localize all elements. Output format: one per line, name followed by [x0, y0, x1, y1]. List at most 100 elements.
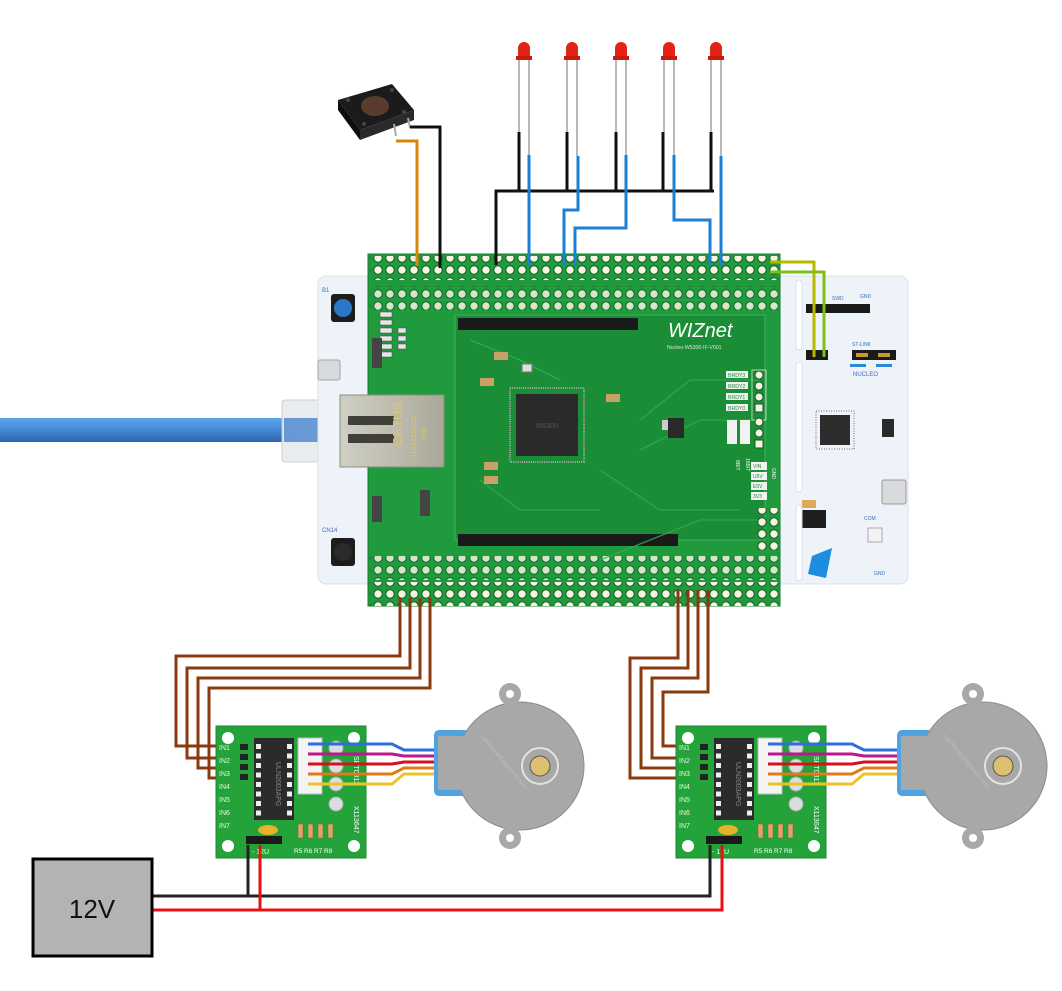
resistor-label: R5 [754, 848, 763, 855]
driver-input-label: IN4 [219, 784, 230, 791]
jack-part: J1B1211CCD [411, 416, 418, 458]
driver-input-label: IN4 [679, 784, 690, 791]
svg-text:3V3: 3V3 [753, 494, 762, 500]
led [661, 42, 677, 156]
wiznet-logo: WIZnet [668, 320, 734, 342]
arduino-header-bottom [458, 534, 678, 546]
motor-wire [308, 752, 438, 758]
motor-wire [768, 760, 898, 766]
motor-wire [768, 772, 898, 786]
button-wire-signal [396, 139, 419, 266]
svg-text:COM: COM [864, 516, 876, 522]
button-cap[interactable] [361, 96, 389, 116]
resistor-label: R7 [314, 848, 323, 855]
motor-wire [308, 760, 438, 766]
driver-input-label: IN2 [219, 758, 230, 765]
driver-side-label: SBT0811 [812, 756, 819, 785]
wiznet-model: Nucleo-W5300-IF-V001 [667, 345, 722, 351]
svg-text:BRDY0: BRDY0 [728, 406, 745, 412]
driver-input-label: IN3 [679, 771, 690, 778]
usb-port-right[interactable] [881, 479, 907, 505]
driver-input-label: IN6 [219, 810, 230, 817]
motor-wire [308, 742, 438, 752]
driver-input-label: IN1 [219, 745, 230, 752]
rx-tx-header [806, 350, 828, 360]
resistor-label: R6 [304, 848, 313, 855]
stepper-motor-right: LastMinuteEngineers.com [897, 683, 1048, 849]
svg-text:GND: GND [874, 571, 886, 577]
voltage-regulator [668, 418, 684, 438]
st-logo-icon [808, 548, 832, 578]
ethernet-cable [0, 399, 345, 463]
push-button[interactable] [338, 84, 414, 140]
resistor-label: R7 [774, 848, 783, 855]
led-group [516, 42, 724, 156]
svg-text:SWD: SWD [832, 296, 844, 302]
driver-input-label: IN1 [679, 745, 690, 752]
driver-input-label: IN5 [679, 797, 690, 804]
resistor-label: R5 [294, 848, 303, 855]
brdy-header: BRDY3 BRDY2 BRDY1 BRDY0 [726, 369, 767, 421]
nucleo-label: NUCLEO [853, 372, 878, 378]
driver-chip-label: ULN2003APG [734, 762, 741, 806]
driver-input-label: IN3 [219, 771, 230, 778]
st-link-header [806, 304, 870, 313]
driver-input-label: IN6 [679, 810, 690, 817]
arduino-header-top [458, 318, 638, 330]
uart-wire-tx [770, 260, 816, 357]
nucleo-jumper[interactable] [852, 350, 896, 360]
svg-text:GND: GND [770, 468, 776, 480]
svg-text:GND: GND [860, 294, 872, 300]
driver-input-label: IN2 [679, 758, 690, 765]
led-ground-wire [494, 132, 714, 265]
led [516, 42, 532, 156]
svg-text:U5V: U5V [753, 474, 763, 480]
led [613, 42, 629, 156]
driver-side-label: SBT0811 [352, 756, 359, 785]
bottom-header-row [370, 582, 778, 606]
motor-wire [768, 766, 898, 776]
motor-wire [308, 766, 438, 776]
driver-input-label: IN7 [679, 823, 690, 830]
svg-text:BRDY3: BRDY3 [728, 373, 745, 379]
button-wire-ground [410, 125, 442, 268]
motor-wire [308, 772, 438, 786]
svg-text:E5V: E5V [753, 484, 763, 490]
resistor-label: R8 [324, 848, 333, 855]
svg-text:B1: B1 [322, 288, 330, 294]
power-positive-wire [152, 845, 724, 912]
svg-text:W5300: W5300 [536, 423, 558, 430]
resistor-label: R6 [764, 848, 773, 855]
stepper-motor-left: LastMinuteEngineers.com [434, 683, 585, 849]
wiznet-shield: W5300 CETUS J1B1211 [339, 253, 781, 607]
led [564, 42, 580, 156]
stlink-mcu [820, 415, 850, 445]
led-wire-4 [672, 155, 712, 265]
motor-wire [768, 752, 898, 758]
led-wire-3 [573, 155, 628, 265]
power-ground-wire [152, 845, 712, 898]
driver-input-label: IN5 [219, 797, 230, 804]
w5300-chip [516, 394, 578, 456]
power-pin-labels: VIN U5V E5V 3V3 GND [751, 462, 776, 500]
svg-text:8BIT: 8BIT [734, 460, 740, 471]
svg-text:VIN: VIN [753, 464, 762, 470]
power-supply-12v: 12V [31, 857, 154, 958]
bus-width-jumper[interactable]: 8BIT 16BIT [727, 417, 764, 471]
uart-wire-rx [770, 270, 826, 357]
svg-text:BRDY2: BRDY2 [728, 384, 745, 390]
ethernet-jack[interactable]: CETUS J1B1211CCD 1831 [339, 394, 445, 468]
motor-wire [768, 742, 898, 752]
driver-code: X113647 [352, 806, 359, 834]
usb-port-left[interactable] [317, 359, 341, 381]
svg-text:CN14: CN14 [322, 528, 338, 534]
driver-chip-label: ULN2003APG [274, 762, 281, 806]
driver-code: X113647 [812, 806, 819, 834]
led-wire-2 [562, 156, 580, 265]
power-supply-label: 12V [69, 894, 116, 924]
jack-code: 1831 [422, 426, 428, 440]
svg-text:ST-LINK: ST-LINK [852, 342, 872, 348]
